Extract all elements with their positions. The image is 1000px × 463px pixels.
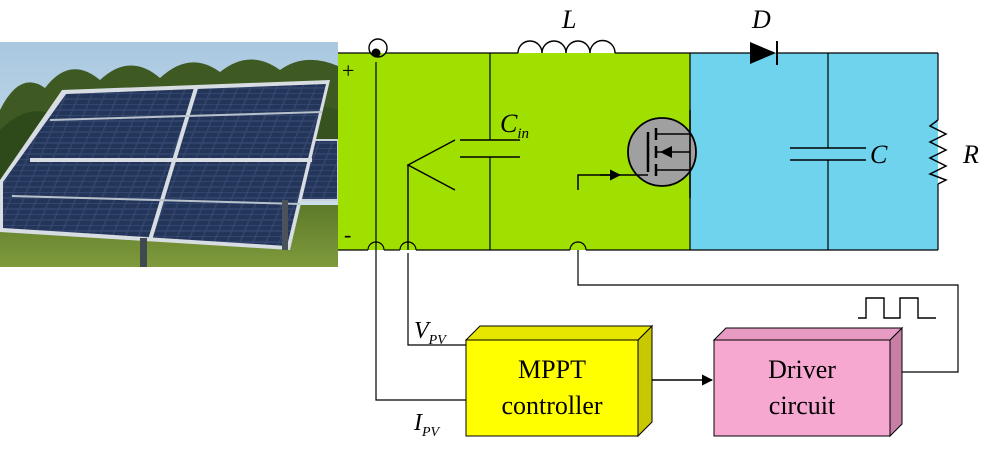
driver-label-line1: Driver xyxy=(768,355,836,384)
pv-current-label: IPV xyxy=(413,410,441,440)
driver-label-line2: circuit xyxy=(769,391,836,420)
load-resistor-symbol xyxy=(928,119,948,185)
mppt-label-line2: controller xyxy=(501,391,602,420)
circuit-wires xyxy=(338,52,959,401)
output-section-background xyxy=(690,53,938,250)
solar-panel-photo xyxy=(0,42,339,267)
input-capacitor-symbol xyxy=(460,139,520,158)
voltage-sense-probe xyxy=(406,139,456,250)
mppt-label-line1: MPPT xyxy=(518,355,586,384)
negative-terminal-label: - xyxy=(344,222,351,247)
inductor-symbol xyxy=(517,39,616,54)
diode-symbol xyxy=(750,41,778,65)
mosfet-switch-symbol xyxy=(577,110,697,198)
inductor-label: L xyxy=(561,5,576,34)
pwm-waveform-icon xyxy=(858,297,936,319)
driver-circuit-block: Driver circuit xyxy=(712,326,904,438)
positive-terminal-label: + xyxy=(342,58,354,83)
input-capacitor-label: Cin xyxy=(500,109,529,142)
pv-voltage-label: VPV xyxy=(414,318,447,348)
mppt-controller-block: MPPT controller xyxy=(464,324,654,438)
output-capacitor-label: C xyxy=(870,140,888,169)
diode-label: D xyxy=(751,5,771,34)
load-resistor-label: R xyxy=(962,140,979,169)
solar-panel-main xyxy=(0,80,330,250)
output-capacitor-symbol xyxy=(790,147,866,161)
